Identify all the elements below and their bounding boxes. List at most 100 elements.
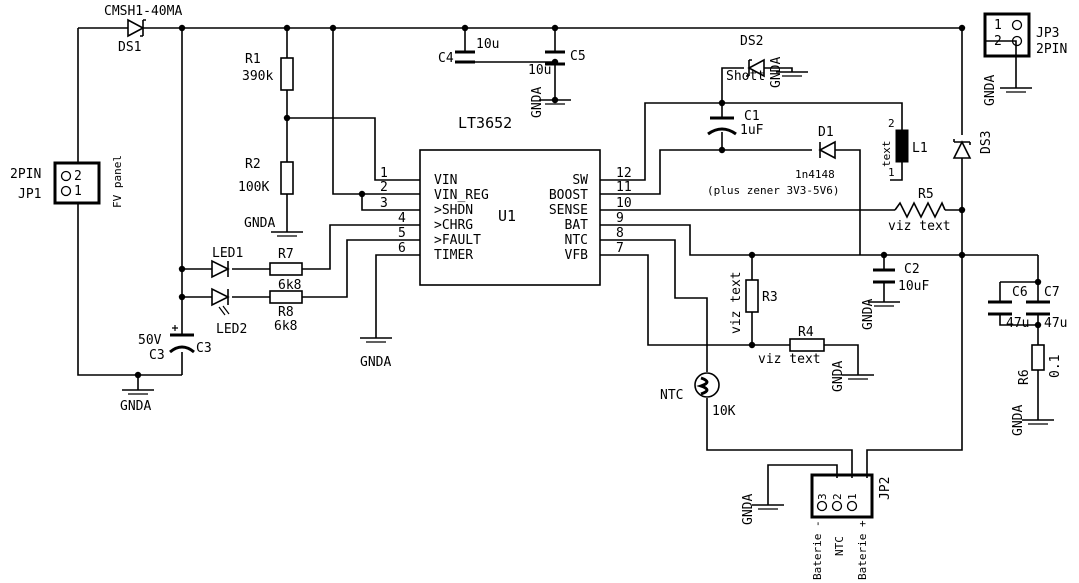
r1-resistor: R1 390k (242, 52, 294, 91)
gnd-symbol-jp2 (752, 504, 784, 510)
jp2-pin-a-label: Baterie - (811, 520, 824, 580)
jp1-pin-1-label: 1 (74, 184, 82, 199)
c2-capacitor: C2 10uF GNDA (861, 262, 929, 330)
u1-pin-name-sense: SENSE (549, 203, 588, 218)
jp3-pin-1-label: 1 (994, 18, 1002, 33)
u1-pin-name-ntc: NTC (565, 233, 588, 248)
ntc-ref-label: NTC (660, 388, 683, 403)
c4-ref-label: C4 (438, 51, 454, 66)
jp1-pad-1 (60, 185, 72, 197)
r2-ref-label: R2 (245, 157, 261, 172)
ntc-value-label: 10K (712, 404, 736, 419)
jp2-pin-2-label: 2 (831, 493, 844, 500)
u1-pin-name-fault: >FAULT (434, 233, 481, 248)
ds2-ref-label: DS2 (740, 34, 763, 49)
jp3-ref-label: JP3 (1036, 26, 1059, 41)
u1-pin-name-bat: BAT (565, 218, 589, 233)
l1-pin-2-label: 2 (888, 117, 895, 130)
u1-pin-num-8: 8 (616, 226, 624, 241)
jp1-ref-label: JP1 (18, 187, 41, 202)
l1-value-label: text (880, 141, 893, 168)
u1-pin-num-11: 11 (616, 180, 632, 195)
u1-pin-name-vfb: VFB (565, 248, 589, 263)
r8-resistor: R8 6k8 (269, 290, 303, 334)
c3-ref2-label: C3 (196, 341, 212, 356)
r5-ref-label: R5 (918, 187, 934, 202)
c1-capacitor: C1 1uF (707, 109, 764, 138)
u1-pin-name-sw: SW (572, 173, 588, 188)
u1-pin-num-7: 7 (616, 241, 624, 256)
u1-body (419, 149, 601, 286)
r3-resistor: R3 viz text (729, 271, 778, 334)
led1-diode: LED1 (211, 246, 243, 279)
gnd-symbol-r4 (842, 374, 874, 380)
u1-pin-num-1: 1 (380, 166, 388, 181)
u1-pin-name-shdn: >SHDN (434, 203, 473, 218)
gnd-label-timer: GNDA (360, 355, 391, 370)
c5-ref-label: C5 (570, 49, 586, 64)
r2-value-label: 100K (238, 180, 269, 195)
u1-pin-num-12: 12 (616, 166, 632, 181)
c2-ref-label: C2 (904, 262, 920, 277)
led2-ref-label: LED2 (216, 322, 247, 337)
jp2-connector: 3 2 1 JP2 Baterie - NTC Baterie + GNDA (741, 473, 893, 580)
gnd-symbol-jp3 (1000, 87, 1032, 93)
r5-resistor: R5 viz text (888, 187, 951, 234)
r8-ref-label: R8 (278, 305, 294, 320)
gnd-label-r4: GNDA (831, 361, 846, 392)
ds3-diode: DS3 (952, 131, 994, 159)
r7-value-label: 6k8 (278, 278, 301, 293)
r5-value-label: viz text (888, 219, 951, 234)
jp2-ref-label: JP2 (878, 477, 893, 500)
jp2-body (810, 473, 874, 519)
led2-diode: LED2 (211, 287, 247, 337)
u1-pin-name-boost: BOOST (549, 188, 588, 203)
d1-part-label: 1n4148 (795, 168, 835, 181)
r6-resistor: R6 0.1 GNDA (1011, 344, 1063, 436)
jp2-pin-b-label: NTC (833, 536, 846, 556)
ground-symbols (122, 71, 1054, 510)
u1-pin-name-vin-reg: VIN_REG (434, 188, 489, 203)
r4-value-label: viz text (758, 352, 821, 367)
gnd-label-r6: GNDA (1011, 405, 1026, 436)
jp3-type-label: 2PIN (1036, 42, 1067, 57)
gnd-symbol-ds2 (776, 71, 808, 77)
jp1-body (53, 161, 101, 205)
l1-pin-1-label: 1 (888, 166, 895, 179)
u1-chip: 1 2 3 4 5 6 VIN VIN_REG >SHDN >CHRG >FAU… (380, 114, 632, 286)
r2-resistor: R2 100K GNDA (238, 157, 294, 231)
gnd-symbol-c5 (539, 99, 571, 105)
u1-pin-name-vin: VIN (434, 173, 457, 188)
c5-value-label: 10u (528, 63, 551, 78)
u1-pin-num-2: 2 (380, 180, 388, 195)
ds2-schottky-diode: DS2 Shott GNDA (726, 34, 784, 88)
gnd-label-jp2: GNDA (741, 494, 756, 525)
ds3-ref-label: DS3 (979, 131, 994, 154)
r3-value-label: viz text (729, 271, 744, 334)
gnd-label-ds2: GNDA (769, 57, 784, 88)
ntc-thermistor: NTC 10K (660, 372, 736, 419)
r4-resistor: R4 viz text GNDA (758, 325, 846, 392)
c7-ref-label: C7 (1044, 285, 1060, 300)
jp3-body (983, 12, 1031, 58)
jp1-connector: 2 1 2PIN JP1 FV panel (10, 155, 124, 208)
c7-value-label: 47u (1044, 316, 1067, 331)
jp2-pin-3-label: 3 (816, 493, 829, 500)
gnd-symbol-c2 (868, 301, 900, 307)
wires (77, 27, 1039, 505)
jp3-connector: 1 2 JP3 2PIN GNDA (983, 12, 1067, 106)
jp2-pin-c-label: Baterie + (856, 520, 869, 580)
gnd-symbol-r6 (1022, 419, 1054, 425)
r7-resistor: R7 6k8 (269, 247, 303, 293)
jp1-note-label: FV panel (111, 155, 124, 208)
u1-ref-label: U1 (498, 207, 516, 225)
c3-ref-label: C3 (149, 348, 165, 363)
c7-capacitor: C7 47u (1026, 285, 1067, 331)
d1-diode: D1 1n4148 (plus zener 3V3-5V6) (707, 125, 839, 197)
r6-ref-label: R6 (1017, 369, 1032, 385)
jp2-pin-1-label: 1 (846, 493, 859, 500)
u1-pin-num-4: 4 (398, 211, 406, 226)
c5-capacitor: C5 10u GNDA (528, 49, 586, 118)
c6-value-label: 47u (1006, 316, 1029, 331)
c4-capacitor: C4 10u (438, 37, 499, 66)
